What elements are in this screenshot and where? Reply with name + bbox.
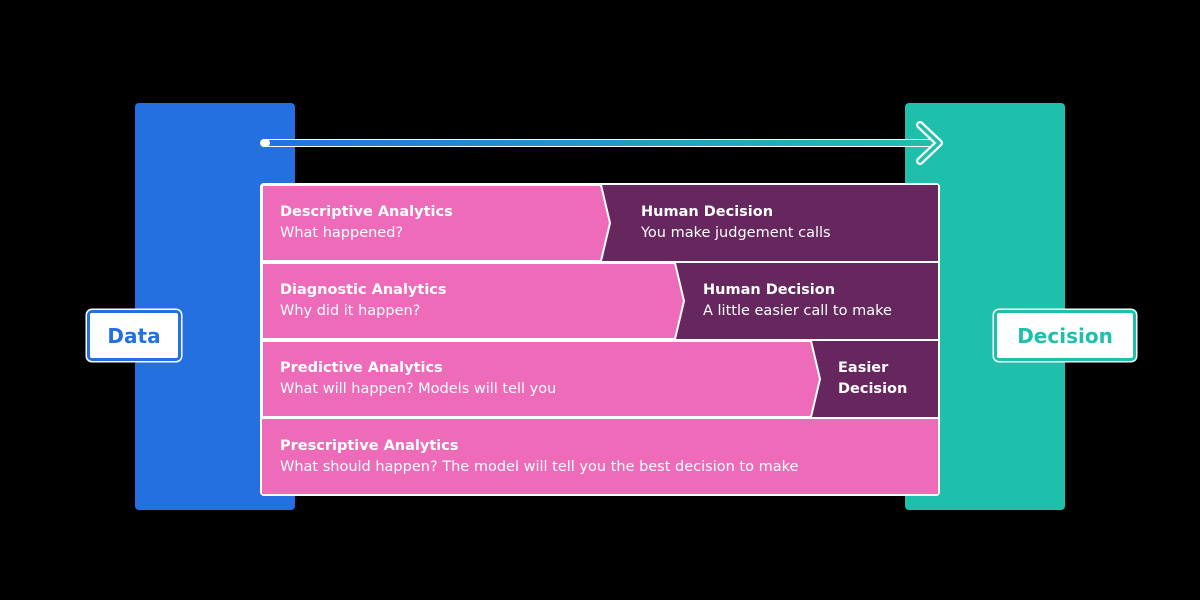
decision-subtitle: A little easier call to make — [703, 303, 892, 319]
analytics-title: Diagnostic Analytics — [280, 282, 447, 298]
decision-title-line2: Decision — [838, 381, 908, 397]
decision-title: Human Decision — [641, 204, 774, 220]
analytics-subtitle: What will happen? Models will tell you — [280, 381, 557, 397]
analytics-cell: Descriptive Analytics What happened? — [280, 185, 453, 261]
analytics-subtitle: What should happen? The model will tell … — [280, 459, 799, 475]
analytics-title: Predictive Analytics — [280, 360, 443, 376]
flow-arrow-icon — [260, 121, 943, 165]
row-background — [262, 419, 938, 494]
row-background — [262, 185, 938, 261]
analytics-title: Descriptive Analytics — [280, 204, 453, 220]
decision-cell: Easier Decision — [838, 341, 907, 417]
analytics-cell: Prescriptive Analytics What should happe… — [280, 419, 798, 495]
row-prescriptive: Prescriptive Analytics What should happe… — [262, 419, 938, 495]
decision-cell: Human Decision You make judgement calls — [641, 185, 831, 261]
analytics-subtitle: Why did it happen? — [280, 303, 421, 319]
decision-title-line1: Easier — [838, 360, 889, 376]
decision-title: Human Decision — [703, 282, 836, 298]
row-descriptive: Descriptive Analytics What happened? Hum… — [262, 185, 938, 261]
decision-subtitle: You make judgement calls — [641, 225, 831, 241]
analytics-subtitle: What happened? — [280, 225, 404, 241]
decision-label: Decision — [994, 310, 1136, 361]
analytics-cell: Diagnostic Analytics Why did it happen? — [280, 263, 447, 339]
row-background — [262, 263, 938, 339]
row-background — [262, 341, 938, 417]
analytics-cell: Predictive Analytics What will happen? M… — [280, 341, 556, 417]
row-predictive: Predictive Analytics What will happen? M… — [262, 341, 938, 417]
analytics-table: Descriptive Analytics What happened? Hum… — [260, 183, 940, 496]
data-label: Data — [87, 310, 181, 361]
row-diagnostic: Diagnostic Analytics Why did it happen? … — [262, 263, 938, 339]
analytics-title: Prescriptive Analytics — [280, 438, 459, 454]
decision-cell: Human Decision A little easier call to m… — [703, 263, 892, 339]
